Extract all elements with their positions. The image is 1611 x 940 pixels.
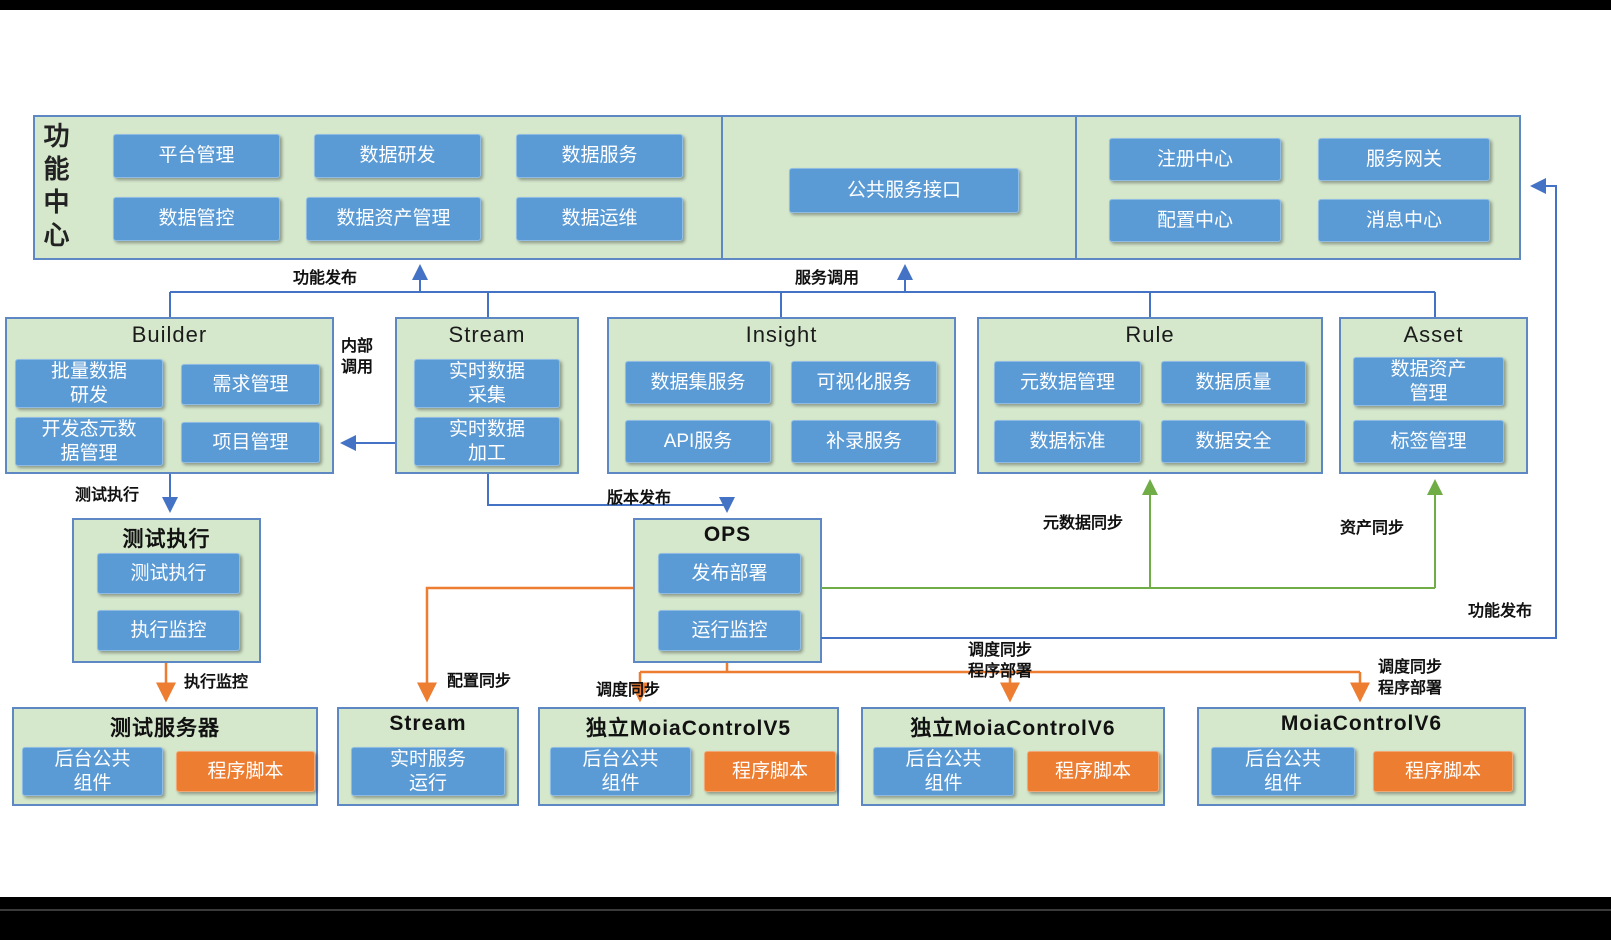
asset-title: Asset xyxy=(1403,322,1464,347)
insight-title: Insight xyxy=(745,322,818,347)
arrow-bus-modules-to-fc xyxy=(169,291,1436,317)
fc-button-registry-center: 注册中心 xyxy=(1109,138,1281,181)
label-schedule-deploy-right: 调度同步 程序部署 xyxy=(1378,659,1443,697)
moia-v6-ind-common-components: 后台公共 组件 xyxy=(873,747,1014,796)
function-center-divider-1 xyxy=(721,115,723,260)
bottom-black-bar xyxy=(0,897,1611,940)
test-exec-button-test-exec: 测试执行 xyxy=(97,553,240,594)
rule-button-data-quality: 数据质量 xyxy=(1161,361,1306,404)
function-center-divider-2 xyxy=(1075,115,1077,260)
test-server-program-script: 程序脚本 xyxy=(176,751,315,792)
insight-button-visualization-service: 可视化服务 xyxy=(791,361,937,404)
label-service-call: 服务调用 xyxy=(795,270,860,287)
top-black-bar xyxy=(0,0,1611,10)
builder-button-batch-data-dev: 批量数据 研发 xyxy=(15,359,163,408)
builder-button-requirement-mgmt: 需求管理 xyxy=(181,364,320,405)
stream-title: Stream xyxy=(448,322,526,347)
moia-v6-ind-title: 独立MoiaControlV6 xyxy=(910,717,1116,740)
fc-button-data-ops: 数据运维 xyxy=(516,197,683,241)
moia-v6-ind-program-script: 程序脚本 xyxy=(1027,751,1159,792)
insight-button-api-service: API服务 xyxy=(625,420,771,463)
insight-button-dataset-service: 数据集服务 xyxy=(625,361,771,404)
ops-title: OPS xyxy=(703,523,752,546)
label-asset-sync: 资产同步 xyxy=(1340,520,1405,537)
moia-v6-title: MoiaControlV6 xyxy=(1280,712,1443,735)
stream-server-title: Stream xyxy=(389,712,467,735)
test-exec-button-exec-monitor: 执行监控 xyxy=(97,610,240,651)
moia-v6-common-components: 后台公共 组件 xyxy=(1211,747,1355,796)
builder-title: Builder xyxy=(131,322,208,347)
label-internal-call: 内部 调用 xyxy=(341,338,374,376)
moia-v5-title: 独立MoiaControlV5 xyxy=(585,717,792,740)
label-function-publish-right: 功能发布 xyxy=(1468,603,1533,620)
function-center-title: 功能中心 xyxy=(40,122,70,254)
fc-button-data-asset-mgmt: 数据资产管理 xyxy=(306,197,481,241)
builder-button-dev-metadata-mgmt: 开发态元数 据管理 xyxy=(15,417,163,466)
fc-button-data-service: 数据服务 xyxy=(516,134,683,178)
fc-button-platform-mgmt: 平台管理 xyxy=(113,134,280,178)
bottom-bar-line xyxy=(0,909,1611,911)
label-test-exec: 测试执行 xyxy=(75,487,140,504)
label-exec-monitor: 执行监控 xyxy=(184,674,249,691)
fc-button-public-service-api: 公共服务接口 xyxy=(789,168,1019,213)
rule-button-data-security: 数据安全 xyxy=(1161,420,1306,463)
stream-server-realtime-run: 实时服务 运行 xyxy=(351,747,505,796)
ops-button-deploy: 发布部署 xyxy=(658,553,801,594)
moia-v5-common-components: 后台公共 组件 xyxy=(550,747,691,796)
label-schedule-deploy-mid: 调度同步 程序部署 xyxy=(968,642,1033,680)
label-schedule-sync: 调度同步 xyxy=(596,682,661,699)
fc-button-message-center: 消息中心 xyxy=(1318,199,1490,242)
stream-button-realtime-process: 实时数据 加工 xyxy=(414,417,560,466)
test-server-title: 测试服务器 xyxy=(110,717,220,740)
asset-button-tag-mgmt: 标签管理 xyxy=(1353,420,1504,463)
ops-button-run-monitor: 运行监控 xyxy=(658,610,801,651)
builder-button-project-mgmt: 项目管理 xyxy=(181,422,320,463)
moia-v5-program-script: 程序脚本 xyxy=(704,751,836,792)
rule-button-data-standard: 数据标准 xyxy=(994,420,1141,463)
stream-button-realtime-collect: 实时数据 采集 xyxy=(414,359,560,408)
test-exec-title: 测试执行 xyxy=(122,528,211,551)
label-metadata-sync: 元数据同步 xyxy=(1043,515,1124,532)
fc-button-service-gateway: 服务网关 xyxy=(1318,138,1490,181)
fc-button-data-dev: 数据研发 xyxy=(314,134,481,178)
test-server-common-components: 后台公共 组件 xyxy=(22,747,163,796)
fc-button-data-control: 数据管控 xyxy=(113,197,280,241)
moia-v6-program-script: 程序脚本 xyxy=(1373,751,1513,792)
asset-button-data-asset-mgmt: 数据资产 管理 xyxy=(1353,357,1504,406)
rule-button-metadata-mgmt: 元数据管理 xyxy=(994,361,1141,404)
label-config-sync: 配置同步 xyxy=(447,673,512,690)
fc-button-config-center: 配置中心 xyxy=(1109,199,1281,242)
insight-button-supplement-service: 补录服务 xyxy=(791,420,937,463)
label-version-release: 版本发布 xyxy=(607,490,672,507)
label-function-publish-top: 功能发布 xyxy=(293,270,358,287)
rule-title: Rule xyxy=(1125,322,1175,347)
